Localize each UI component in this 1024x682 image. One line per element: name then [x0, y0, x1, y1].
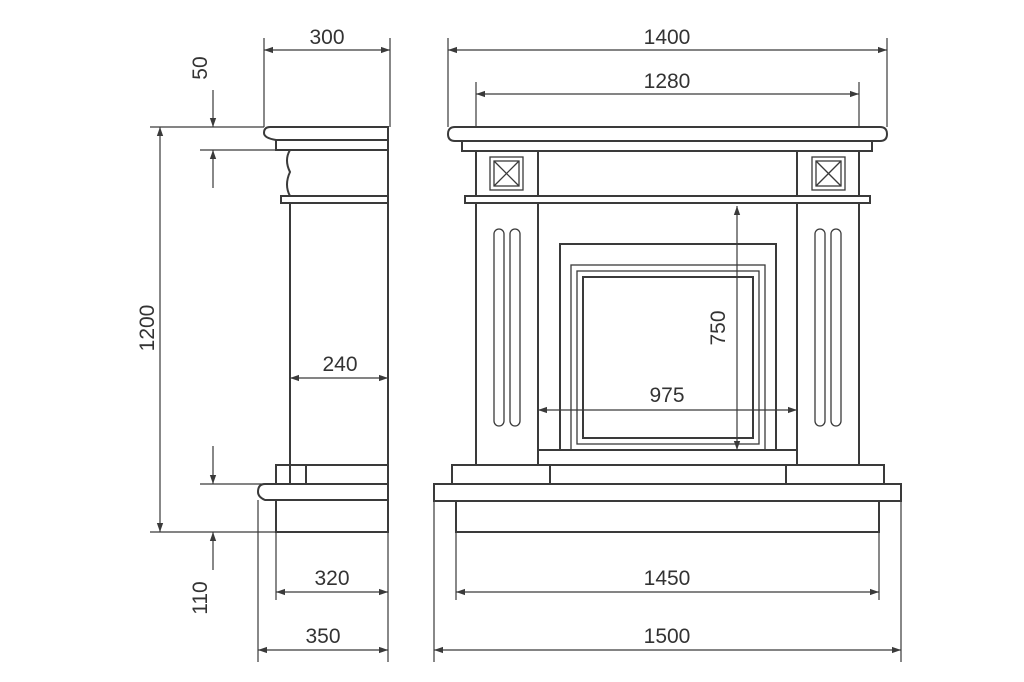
firebox-outer-frame: [559, 243, 777, 451]
dim-front-shelf-width: 1400: [644, 26, 691, 49]
front-left-foot: [451, 464, 551, 485]
dim-front-base-width: 1500: [644, 625, 691, 648]
dim-side-base-width: 320: [314, 567, 349, 590]
front-mid-band: [464, 195, 871, 204]
firebox-frame-outer-edge: [570, 264, 766, 451]
front-shelf-lower: [461, 140, 873, 152]
front-plinth: [455, 500, 880, 533]
dim-side-total-height: 1200: [136, 305, 159, 352]
dim-front-frieze-width: 1280: [644, 70, 691, 93]
right-rosette-icon: [811, 156, 846, 191]
dim-front-plinth-width: 1450: [644, 567, 691, 590]
dim-side-cornice-height: 50: [189, 56, 212, 79]
front-hearth-slab: [433, 483, 902, 502]
front-mantel-shelf: [446, 126, 889, 142]
side-cornice: [262, 126, 389, 141]
right-column-flutes: [814, 228, 842, 427]
front-right-foot: [785, 464, 885, 485]
dim-side-base-total-width: 350: [305, 625, 340, 648]
side-mid-band: [280, 195, 389, 204]
front-hearth-step: [537, 449, 798, 466]
front-dimensions: 1400 1280 750 975 1450 1500: [433, 26, 902, 662]
front-frieze: [475, 150, 860, 197]
firebox-opening: [582, 276, 754, 439]
side-column-body: [289, 202, 389, 466]
dim-side-plinth-height: 110: [189, 581, 212, 614]
front-hearth-front: [549, 464, 787, 485]
side-hearth-slab: [256, 483, 389, 501]
left-column-flutes: [493, 228, 521, 427]
left-rosette-icon: [489, 156, 524, 191]
side-view: [256, 126, 389, 533]
side-dimensions: 300 50 1200 240 110 320 350: [136, 26, 391, 662]
side-frieze: [286, 149, 389, 197]
side-foot-right: [289, 464, 389, 485]
front-view: [433, 126, 902, 533]
firebox-frame-inner-edge: [576, 270, 760, 445]
side-plinth: [275, 499, 389, 533]
dim-firebox-height: 750: [707, 310, 730, 345]
side-cornice-lower: [275, 139, 389, 151]
front-left-column: [475, 202, 539, 466]
dim-side-body-depth: 240: [322, 353, 357, 376]
dim-side-top-width: 300: [309, 26, 344, 49]
front-right-column: [796, 202, 860, 466]
dim-firebox-width: 975: [649, 384, 684, 407]
